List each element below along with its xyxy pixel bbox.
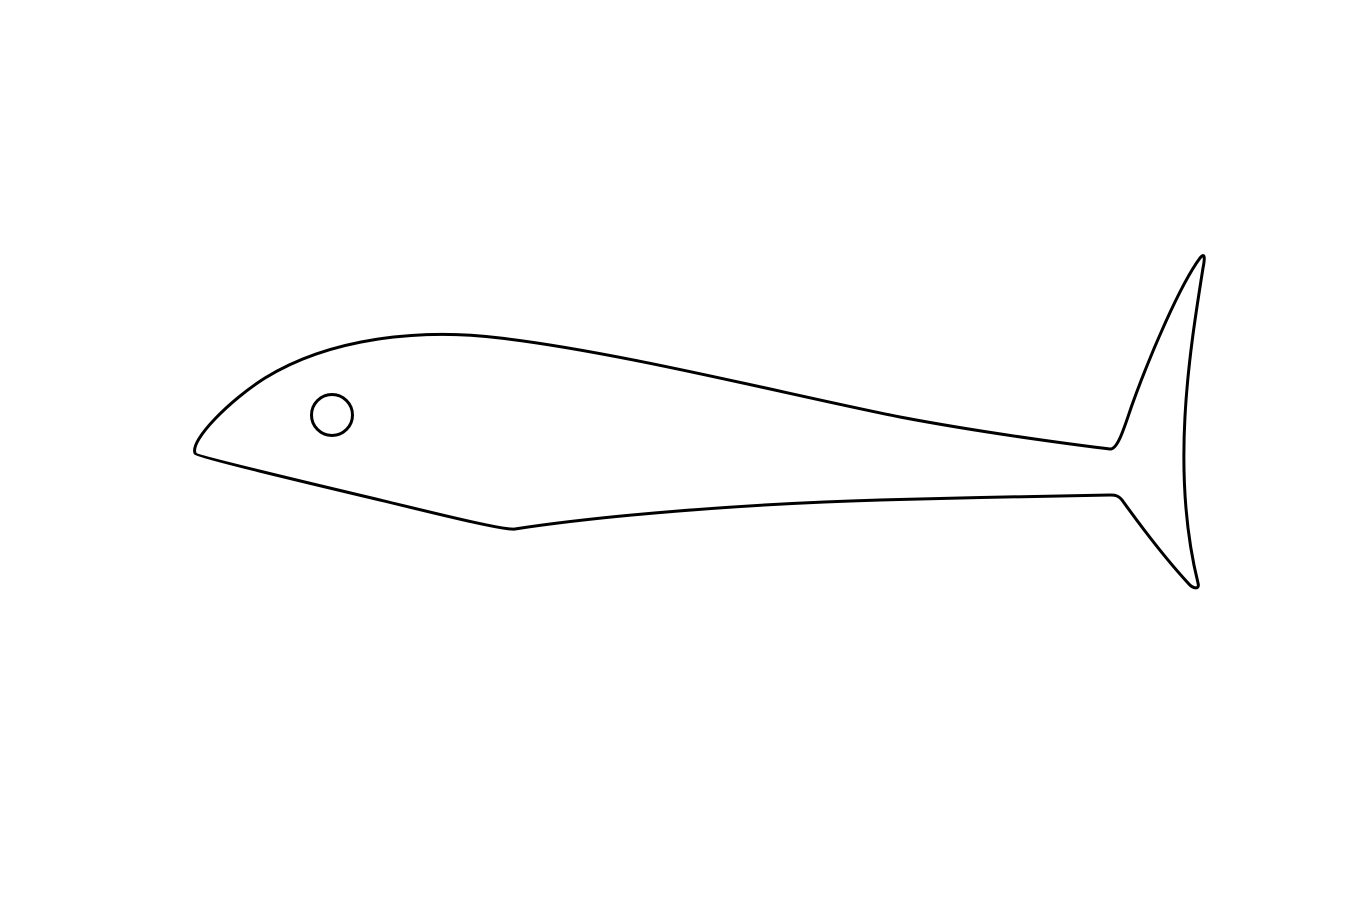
- fish-eye: [310, 393, 354, 437]
- fish-body-outline: [193, 254, 1206, 590]
